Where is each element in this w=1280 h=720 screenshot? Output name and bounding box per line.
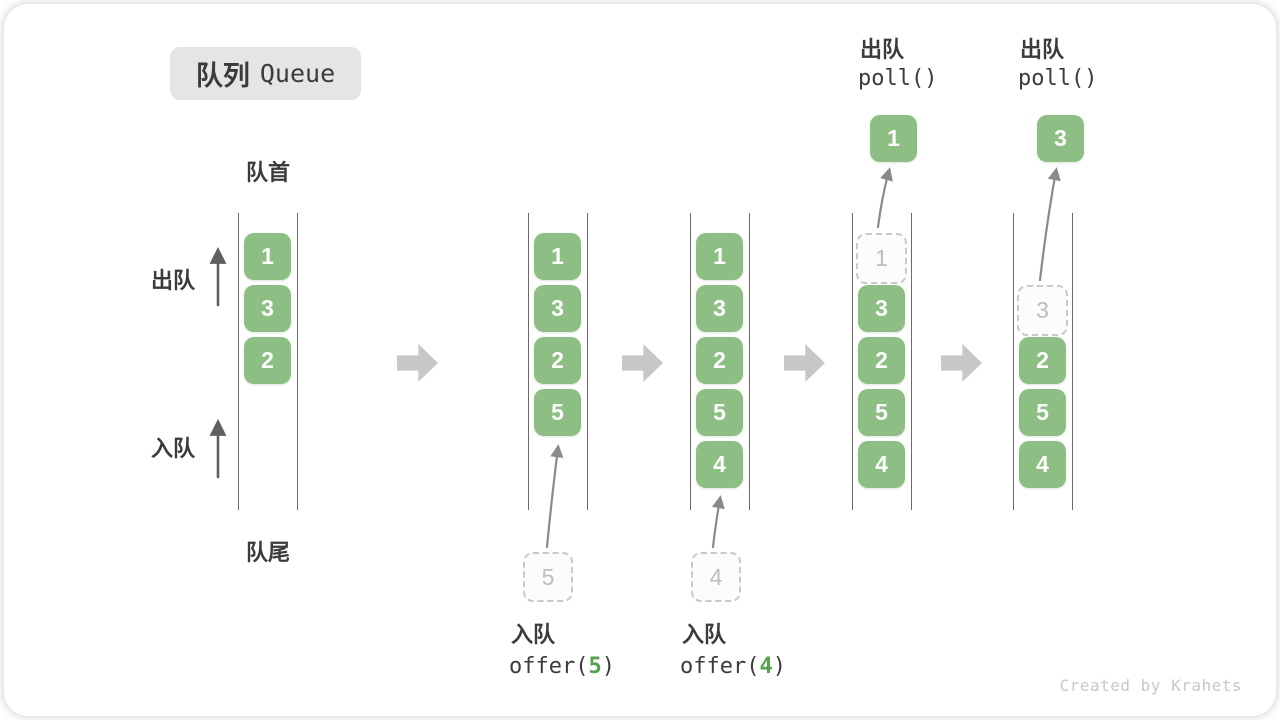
label-dequeue-op-2: 出队 (1020, 37, 1065, 62)
queue-element-removed: 3 (1017, 285, 1068, 336)
queue-element: 3 (244, 285, 291, 332)
diagram-title: 队列 Queue (170, 47, 361, 100)
label-dequeue-op-1: 出队 (860, 37, 905, 62)
title-en: Queue (259, 59, 336, 88)
queue-element: 3 (534, 285, 581, 332)
queue-element: 5 (534, 389, 581, 436)
label-queue-rear: 队尾 (246, 540, 291, 565)
code-arg: 4 (759, 654, 773, 679)
title-zh: 队列 (195, 61, 250, 91)
code-arg: 5 (588, 654, 602, 679)
queue-element: 5 (696, 389, 743, 436)
polled-value-box: 1 (870, 115, 917, 162)
queue-element: 4 (1019, 441, 1066, 488)
queue-element: 1 (534, 233, 581, 280)
queue-element: 4 (858, 441, 905, 488)
code-offer-4: offer(4) (680, 654, 786, 679)
code-text: ) (772, 654, 786, 679)
queue-stage-2: 1 3 2 5 (528, 213, 588, 510)
queue-element: 2 (858, 337, 905, 384)
watermark: Created by Krahets (1059, 676, 1242, 695)
code-text: offer( (509, 654, 589, 679)
code-text: offer( (680, 654, 760, 679)
queue-element: 2 (1019, 337, 1066, 384)
label-enqueue-left: 入队 (151, 436, 196, 461)
label-queue-front: 队首 (246, 160, 291, 185)
queue-element: 4 (696, 441, 743, 488)
queue-element: 2 (244, 337, 291, 384)
code-poll-1: poll() (858, 66, 938, 91)
queue-element: 1 (244, 233, 291, 280)
code-poll-2: poll() (1018, 66, 1098, 91)
queue-element: 5 (858, 389, 905, 436)
queue-stage-3: 1 3 2 5 4 (690, 213, 750, 510)
queue-stage-5: 3 2 5 4 (1013, 213, 1073, 510)
pending-enqueue-box: 5 (523, 552, 573, 602)
label-enqueue-op-1: 入队 (511, 622, 556, 647)
queue-element: 3 (696, 285, 743, 332)
queue-element: 5 (1019, 389, 1066, 436)
label-enqueue-op-2: 入队 (682, 622, 727, 647)
queue-element-removed: 1 (856, 233, 907, 284)
code-offer-5: offer(5) (509, 654, 615, 679)
queue-stage-1: 1 3 2 (238, 213, 298, 510)
code-text: ) (601, 654, 615, 679)
queue-stage-4: 1 3 2 5 4 (852, 213, 912, 510)
pending-enqueue-box: 4 (691, 552, 741, 602)
queue-element: 2 (534, 337, 581, 384)
queue-element: 3 (858, 285, 905, 332)
label-dequeue-left: 出队 (151, 268, 196, 293)
queue-element: 1 (696, 233, 743, 280)
queue-element: 2 (696, 337, 743, 384)
polled-value-box: 3 (1037, 115, 1084, 162)
